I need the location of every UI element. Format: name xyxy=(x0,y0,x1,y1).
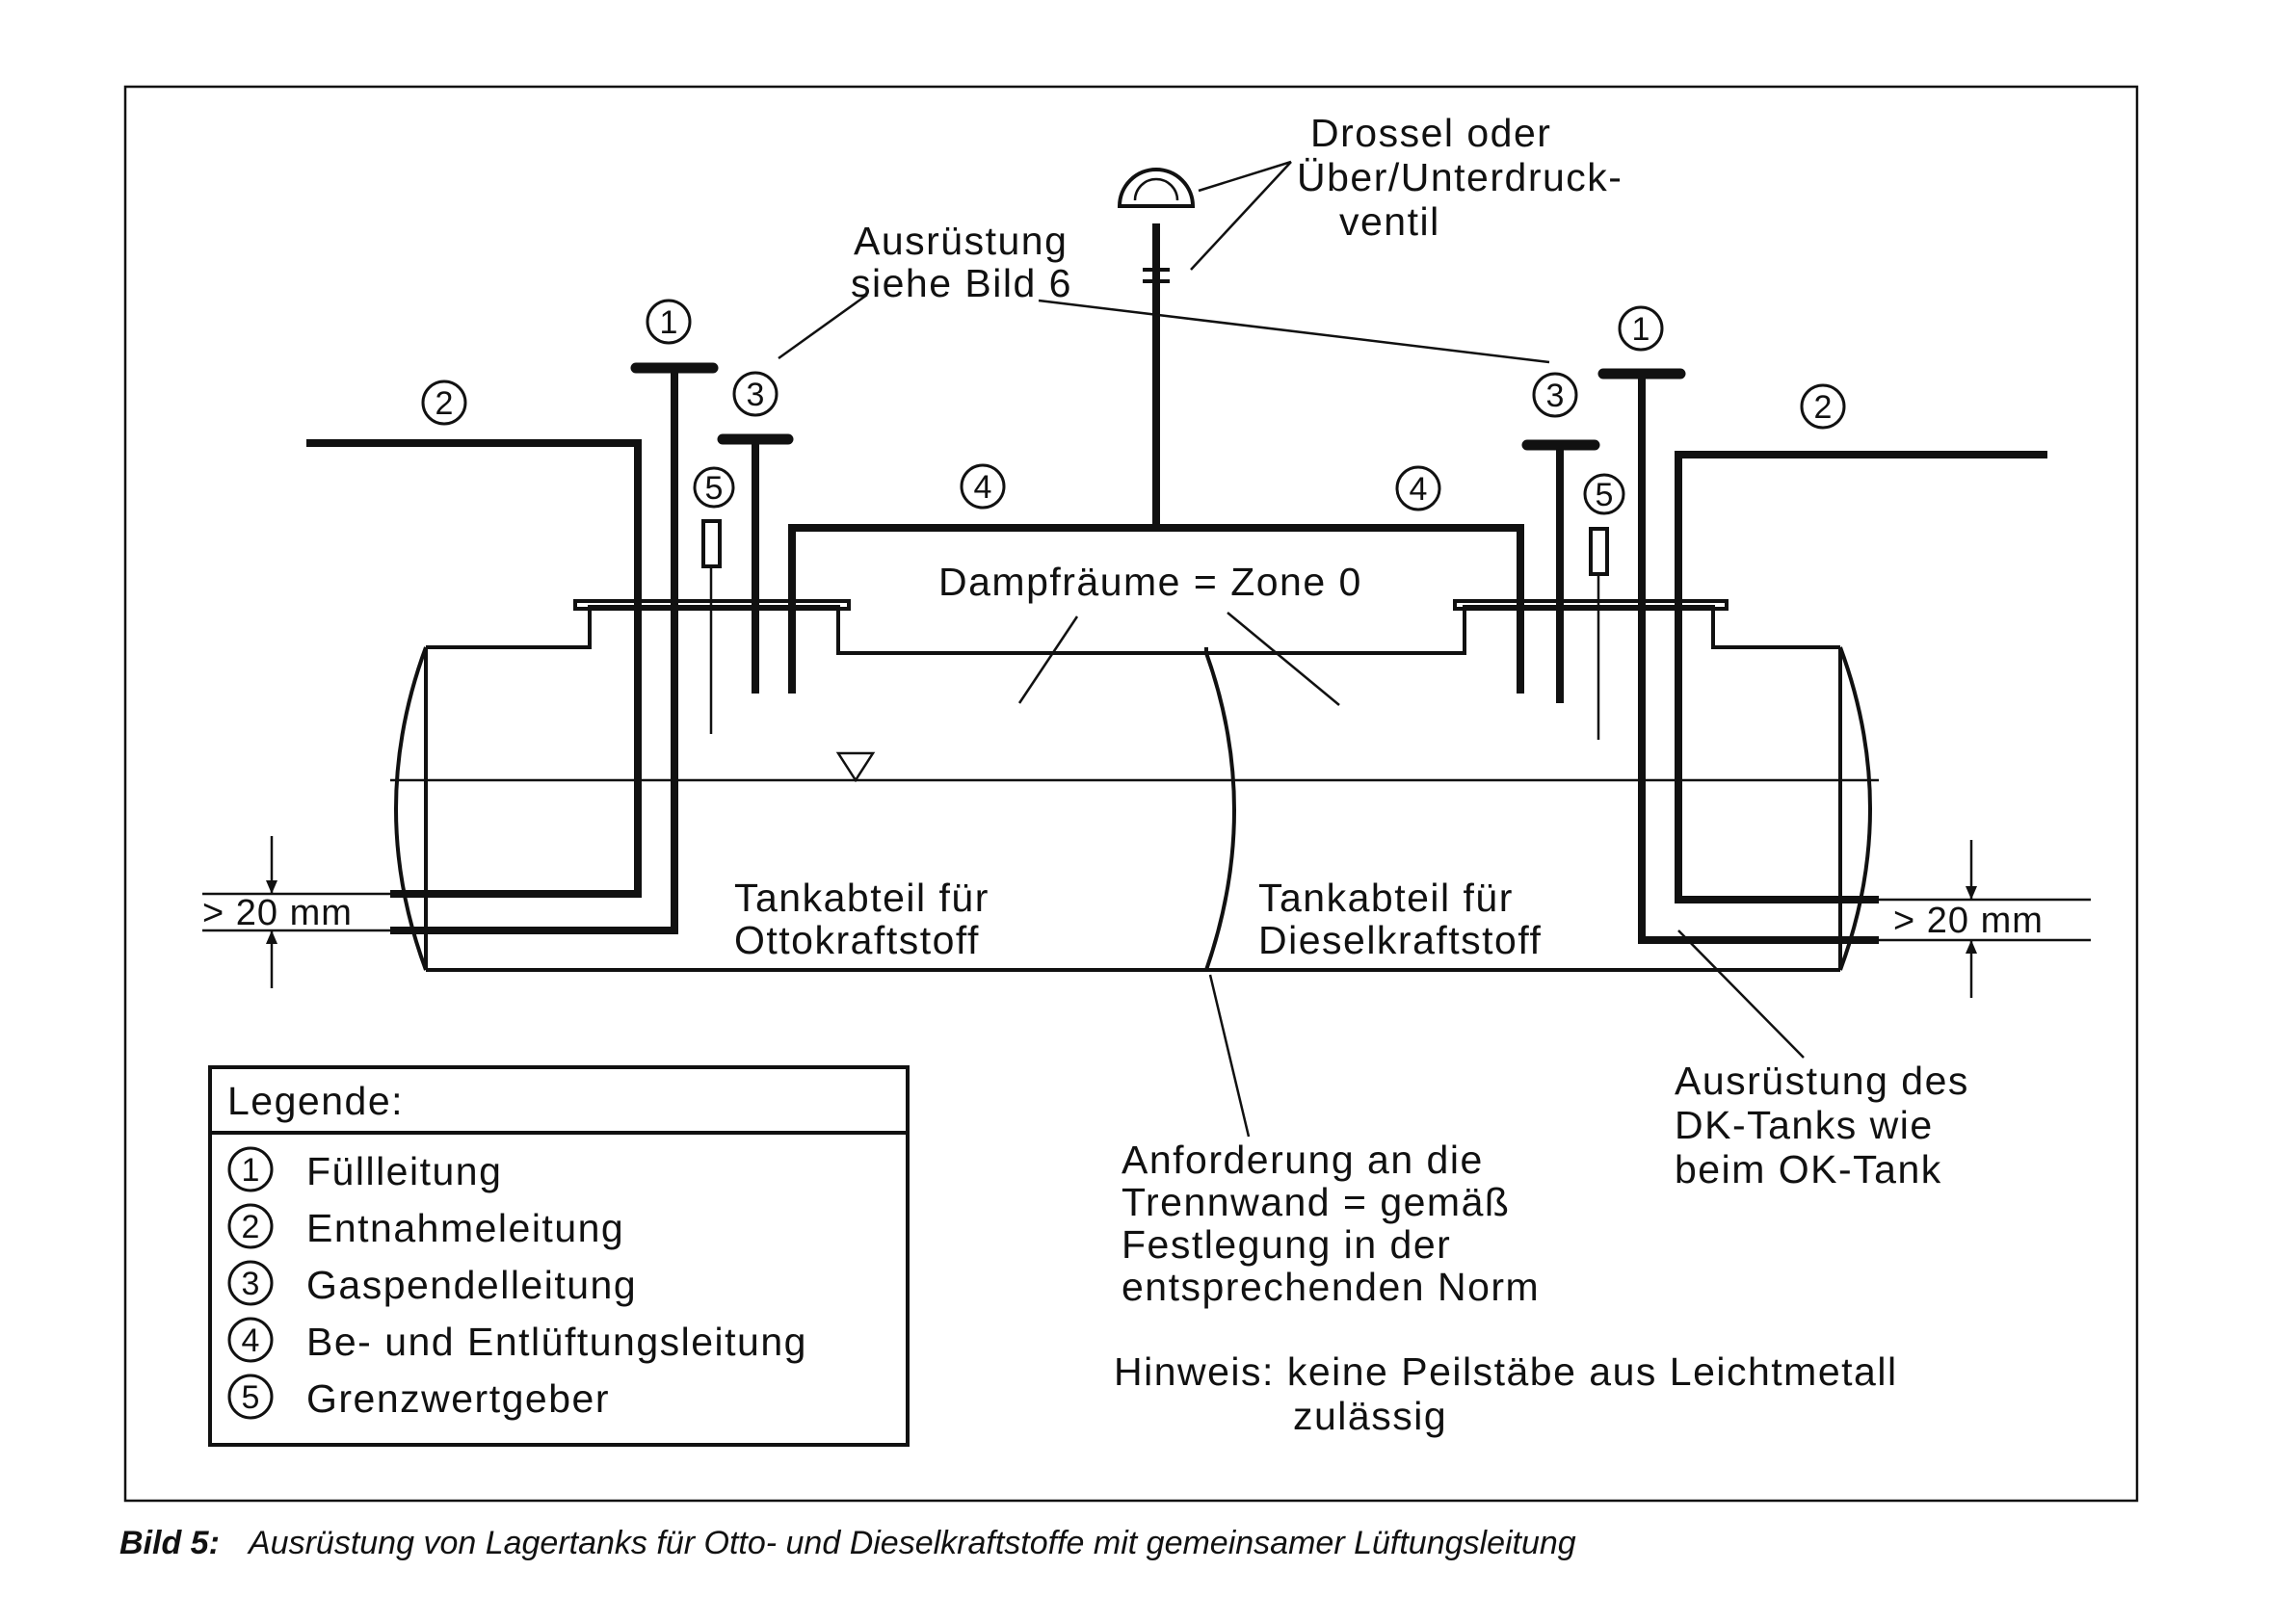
marker-2-right: 2 xyxy=(1800,383,1846,430)
left-pipes xyxy=(306,362,1524,934)
dim-right-label: > 20 mm xyxy=(1893,901,2044,941)
legend-item: 1 Füllleitung xyxy=(227,1146,502,1193)
marker-4-left: 4 xyxy=(960,463,1006,510)
figure-frame xyxy=(123,85,2139,1503)
svg-text:2: 2 xyxy=(435,385,454,422)
svg-text:4: 4 xyxy=(242,1322,260,1359)
svg-text:Gaspendelleitung: Gaspendelleitung xyxy=(306,1263,637,1307)
compartment-diesel-label: Tankabteil für Dieselkraftstoff xyxy=(1258,876,1542,962)
svg-text:5: 5 xyxy=(705,470,724,507)
svg-text:3: 3 xyxy=(747,377,765,413)
svg-text:Tankabteil für: Tankabteil für xyxy=(1258,876,1514,920)
svg-text:5: 5 xyxy=(242,1379,260,1416)
svg-text:4: 4 xyxy=(974,469,992,506)
legend-item: 5 Grenzwertgeber xyxy=(227,1374,610,1421)
svg-text:siehe Bild 6: siehe Bild 6 xyxy=(851,261,1072,305)
marker-4-right: 4 xyxy=(1395,465,1441,511)
svg-text:Ausrüstung: Ausrüstung xyxy=(854,219,1068,263)
svg-text:ventil: ventil xyxy=(1339,199,1440,244)
compartment-otto-label: Tankabteil für Ottokraftstoff xyxy=(734,876,990,962)
dim-left-label: > 20 mm xyxy=(202,893,353,933)
marker-5-right: 5 xyxy=(1583,473,1625,515)
right-pipes xyxy=(1521,368,2047,944)
svg-text:Be- und Entlüftungsleitung: Be- und Entlüftungsleitung xyxy=(306,1320,807,1364)
svg-text:Ausrüstung des: Ausrüstung des xyxy=(1675,1059,1969,1103)
figure-caption: Bild 5: Ausrüstung von Lagertanks für Ot… xyxy=(119,1525,1576,1561)
svg-text:Über/Unterdruck-: Über/Unterdruck- xyxy=(1297,155,1623,199)
marker-1-right: 1 xyxy=(1618,305,1664,352)
svg-text:Tankabteil für: Tankabteil für xyxy=(734,876,990,920)
svg-text:3: 3 xyxy=(242,1266,260,1302)
svg-text:Festlegung in der: Festlegung in der xyxy=(1122,1222,1451,1267)
vent-riser xyxy=(1117,168,1196,528)
svg-text:Dieselkraftstoff: Dieselkraftstoff xyxy=(1258,918,1542,962)
legend-item: 2 Entnahmeleitung xyxy=(227,1203,624,1250)
partition-label: Anforderung an die Trennwand = gemäß Fes… xyxy=(1122,1138,1540,1309)
limit-sensor-left xyxy=(701,519,722,568)
svg-text:1: 1 xyxy=(242,1152,260,1189)
marker-3-left: 3 xyxy=(732,371,779,417)
leader-lines xyxy=(778,160,1805,1138)
legend-title: Legende: xyxy=(227,1079,404,1123)
legend: Legende: 1 Füllleitung 2 Entnahmeleitung… xyxy=(208,1065,910,1447)
partition-wall xyxy=(1204,652,1236,971)
svg-text:Trennwand = gemäß: Trennwand = gemäß xyxy=(1122,1180,1510,1224)
svg-text:Drossel oder: Drossel oder xyxy=(1310,111,1551,155)
marker-5-left: 5 xyxy=(693,466,735,509)
svg-text:5: 5 xyxy=(1596,477,1614,513)
caption-bold: Bild 5: xyxy=(119,1525,220,1561)
svg-text:1: 1 xyxy=(1632,311,1650,348)
svg-text:2: 2 xyxy=(1814,389,1833,426)
svg-text:DK-Tanks wie: DK-Tanks wie xyxy=(1675,1103,1934,1147)
svg-text:Grenzwertgeber: Grenzwertgeber xyxy=(306,1376,610,1421)
vapour-space-label: Dampfräume = Zone 0 xyxy=(938,560,1362,604)
svg-text:beim OK-Tank: beim OK-Tank xyxy=(1675,1147,1942,1191)
svg-text:entsprechenden Norm: entsprechenden Norm xyxy=(1122,1265,1540,1309)
withdrawal-pipe-right xyxy=(1675,451,2047,903)
marker-1-left: 1 xyxy=(646,299,692,345)
svg-text:3: 3 xyxy=(1546,378,1565,414)
dimension-right: > 20 mm xyxy=(1879,840,2091,998)
equipment-ref-label: Ausrüstung siehe Bild 6 xyxy=(851,219,1072,305)
svg-text:4: 4 xyxy=(1410,471,1428,508)
svg-text:Füllleitung: Füllleitung xyxy=(306,1149,502,1193)
svg-text:Ottokraftstoff: Ottokraftstoff xyxy=(734,918,980,962)
equipment-dk-label: Ausrüstung des DK-Tanks wie beim OK-Tank xyxy=(1675,1059,1969,1191)
limit-sensor-right xyxy=(1589,527,1609,576)
svg-text:Entnahmeleitung: Entnahmeleitung xyxy=(306,1206,624,1250)
svg-text:1: 1 xyxy=(660,304,678,341)
caption-text: Ausrüstung von Lagertanks für Otto- und … xyxy=(247,1525,1576,1561)
valve-label: Drossel oder Über/Unterdruck- ventil xyxy=(1297,111,1623,244)
tank-body xyxy=(390,599,1879,972)
level-indicator-icon xyxy=(835,751,876,783)
svg-text:zulässig: zulässig xyxy=(1293,1394,1447,1438)
legend-item: 4 Be- und Entlüftungsleitung xyxy=(227,1317,807,1364)
svg-text:2: 2 xyxy=(242,1209,260,1245)
vent-valve-icon xyxy=(1117,168,1196,208)
svg-text:Anforderung an die: Anforderung an die xyxy=(1122,1138,1484,1182)
withdrawal-pipe-left xyxy=(306,439,642,898)
legend-item: 3 Gaspendelleitung xyxy=(227,1260,637,1307)
marker-2-left: 2 xyxy=(421,380,467,426)
svg-text:Hinweis: keine Peilstäbe aus L: Hinweis: keine Peilstäbe aus Leichtmetal… xyxy=(1114,1349,1898,1394)
dimension-left: > 20 mm xyxy=(202,836,390,988)
marker-3-right: 3 xyxy=(1532,372,1578,418)
note-label: Hinweis: keine Peilstäbe aus Leichtmetal… xyxy=(1114,1349,1898,1438)
